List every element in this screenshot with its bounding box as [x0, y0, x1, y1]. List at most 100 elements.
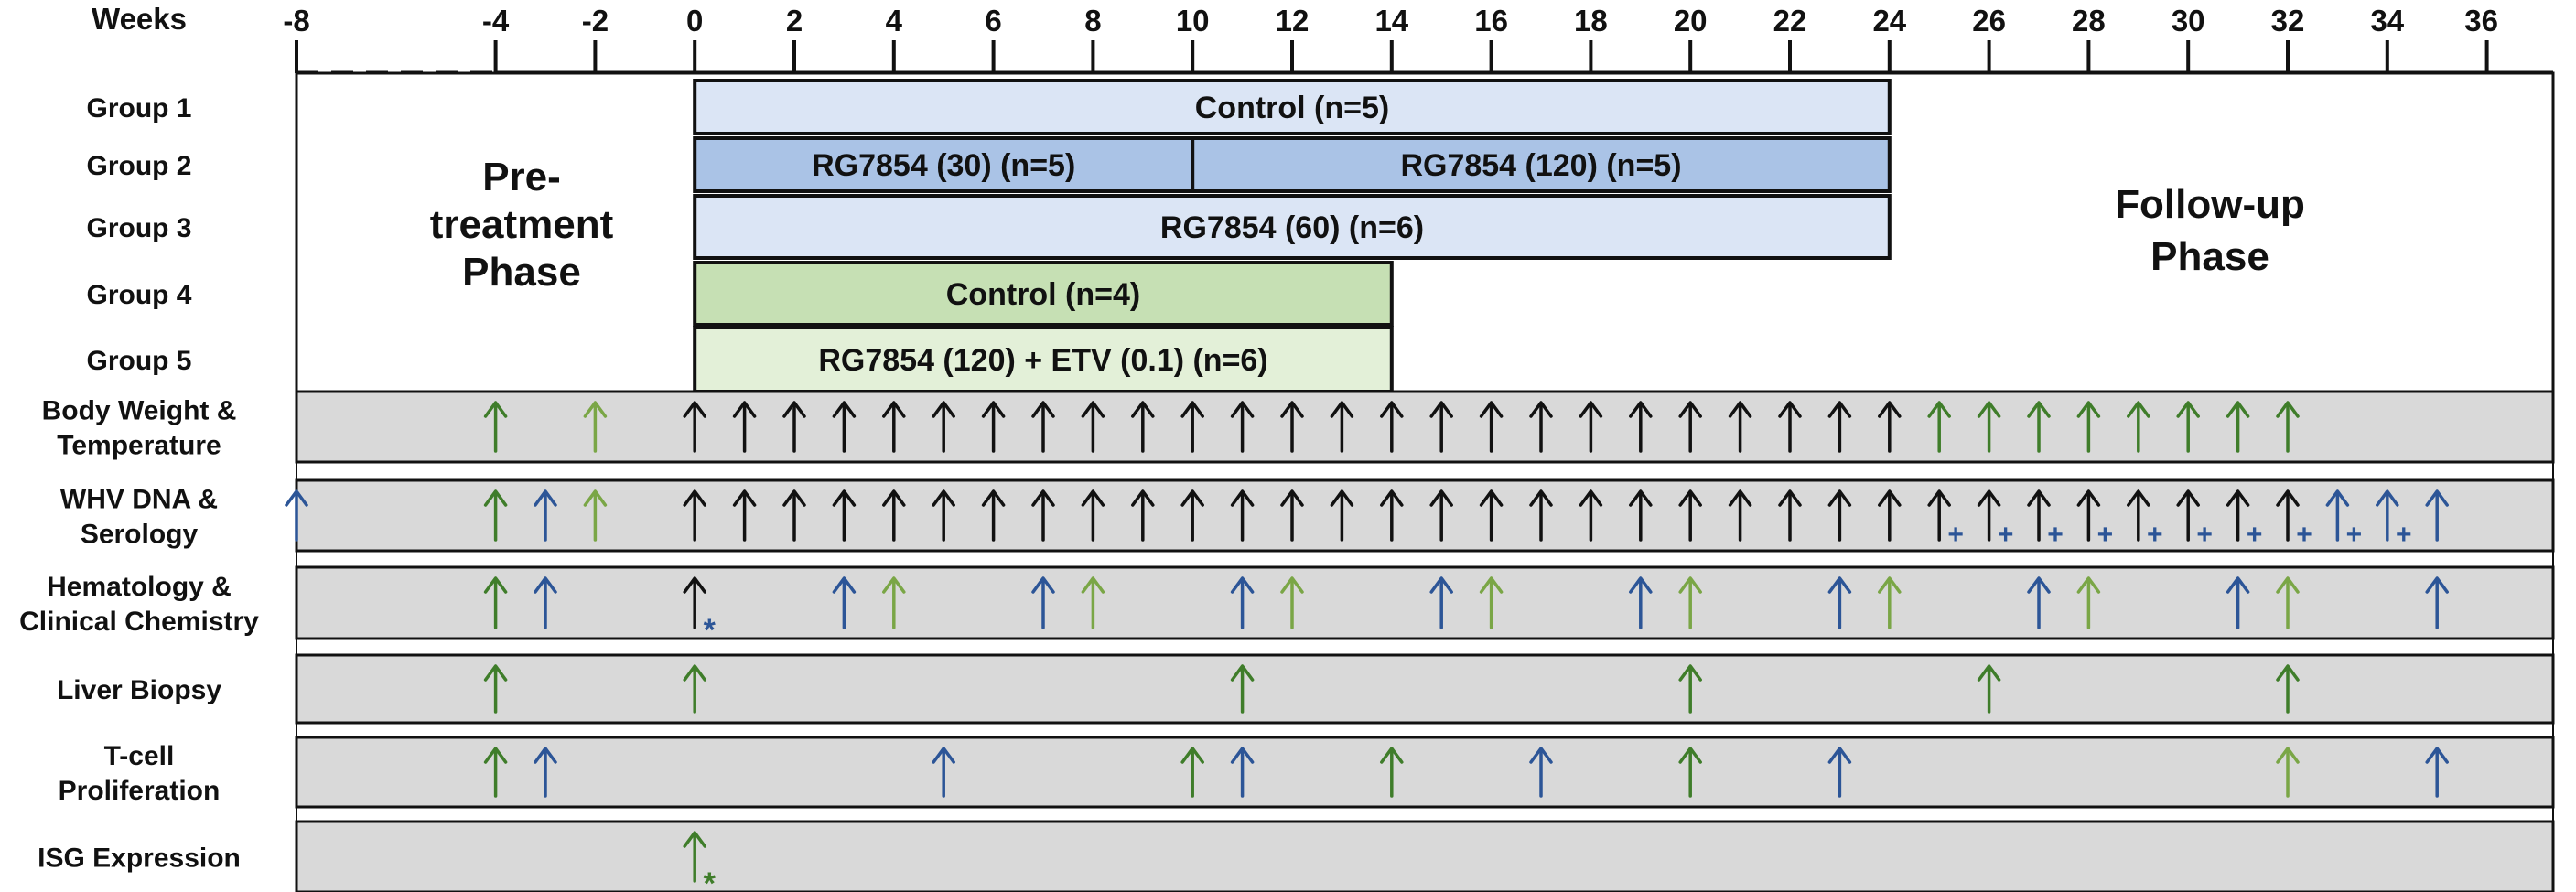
arrow-head	[1429, 489, 1453, 507]
arrow-head	[1180, 747, 1204, 764]
sample-arrow	[732, 401, 757, 453]
treatment-bar	[693, 326, 1394, 393]
sample-arrow	[981, 401, 1006, 453]
arrow-head	[1230, 576, 1255, 594]
sample-arrow	[1529, 747, 1553, 798]
group-label: Group 4	[86, 280, 191, 310]
sample-arrow	[483, 664, 508, 714]
sample-arrow	[1180, 489, 1204, 542]
arrow-head	[1180, 401, 1204, 418]
group-label: Group 2	[86, 151, 191, 181]
arrow-head	[2176, 401, 2200, 418]
arrow-head	[534, 747, 557, 764]
assay-row-panel	[295, 736, 2555, 809]
treatment-bar-label: RG7854 (60) (n=6)	[1160, 210, 1424, 245]
sample-arrow	[683, 831, 706, 883]
arrow-head	[285, 489, 308, 507]
axis-tick-label: -4	[482, 4, 510, 38]
row-separator	[296, 722, 2554, 738]
sample-arrow	[1678, 401, 1702, 453]
arrow-head	[1429, 401, 1453, 418]
arrow-head	[832, 401, 857, 418]
sample-arrow	[534, 576, 557, 629]
sample-arrow	[2276, 747, 2300, 798]
axis-tick-label: 20	[1674, 4, 1708, 38]
sample-arrow	[2076, 576, 2101, 629]
assay-label: WHV DNA &	[60, 485, 218, 515]
assay-label: Proliferation	[59, 776, 221, 806]
plus-marker: +	[1998, 520, 2014, 550]
sample-arrow	[2276, 576, 2300, 629]
arrow-head	[1280, 576, 1304, 594]
arrow-head	[583, 489, 608, 507]
sample-arrow	[2226, 401, 2250, 453]
arrow-head	[1131, 401, 1155, 418]
axis-tick-label: 16	[1474, 4, 1508, 38]
pretreatment-phase-label: treatment	[430, 202, 614, 247]
assay-row-panel	[295, 653, 2555, 725]
sample-arrow	[1280, 489, 1304, 542]
arrow-head	[2127, 489, 2150, 507]
sample-arrow	[1579, 489, 1603, 542]
sample-arrow	[583, 401, 608, 453]
sample-arrow	[483, 401, 508, 453]
sample-arrow	[1529, 489, 1553, 542]
arrow-head	[1031, 489, 1055, 507]
arrow-head	[1230, 489, 1255, 507]
row-separator	[296, 638, 2554, 656]
asterisk-marker: *	[704, 613, 717, 648]
assay-row-panel	[295, 478, 2555, 553]
sample-arrow	[1081, 489, 1105, 542]
axis-tick-label: 22	[1773, 4, 1807, 38]
sample-arrow	[1330, 401, 1354, 453]
sample-arrow	[1678, 664, 1702, 714]
treatment-bar-label: RG7854 (30) (n=5)	[812, 148, 1075, 183]
sample-arrow	[1230, 401, 1255, 453]
arrow-head	[534, 489, 557, 507]
arrow-head	[2276, 576, 2300, 594]
sample-arrow	[2226, 489, 2250, 542]
sample-arrow	[2127, 401, 2150, 453]
sample-arrow	[2425, 747, 2449, 798]
plus-marker: +	[1947, 520, 1964, 550]
arrow-head	[1330, 489, 1354, 507]
sample-arrow	[2276, 664, 2300, 714]
sample-arrow	[1230, 747, 1255, 798]
sample-arrow	[1728, 401, 1752, 453]
arrow-head	[1678, 747, 1702, 764]
sample-arrow	[1678, 576, 1702, 629]
arrow-head	[1579, 489, 1603, 507]
assay-row-panel	[295, 390, 2555, 464]
sample-arrow	[1827, 747, 1852, 798]
sample-arrow	[1629, 489, 1653, 542]
arrow-head	[2325, 489, 2350, 507]
sample-arrow	[2425, 489, 2449, 542]
sample-arrow	[1280, 576, 1304, 629]
arrow-head	[2226, 401, 2250, 418]
sample-arrow	[2076, 401, 2101, 453]
arrow-head	[1878, 576, 1902, 594]
sample-arrow	[1031, 576, 1055, 629]
sample-arrow	[882, 401, 906, 453]
sample-arrow	[2176, 489, 2200, 542]
sample-arrow	[1180, 401, 1204, 453]
sample-arrow	[2176, 401, 2200, 453]
arrow-head	[683, 831, 706, 848]
assay-label: T-cell	[104, 741, 175, 771]
arrow-head	[1629, 576, 1653, 594]
sample-arrow	[534, 747, 557, 798]
arrow-head	[1479, 576, 1504, 594]
arrow-head	[1878, 401, 1902, 418]
sample-arrow	[1878, 576, 1902, 629]
sample-arrow	[2226, 576, 2250, 629]
axis-tick-label: 24	[1872, 4, 1906, 38]
sample-arrow	[2276, 401, 2300, 453]
arrow-head	[1180, 489, 1204, 507]
treatment-bar-label: Control (n=5)	[1195, 91, 1389, 125]
arrow-head	[1529, 401, 1553, 418]
sample-arrow	[1827, 489, 1852, 542]
treatment-bar	[693, 79, 1892, 135]
sample-arrow	[1479, 489, 1504, 542]
axis-tick-label: 8	[1084, 4, 1101, 38]
sample-arrow	[1927, 489, 1951, 542]
